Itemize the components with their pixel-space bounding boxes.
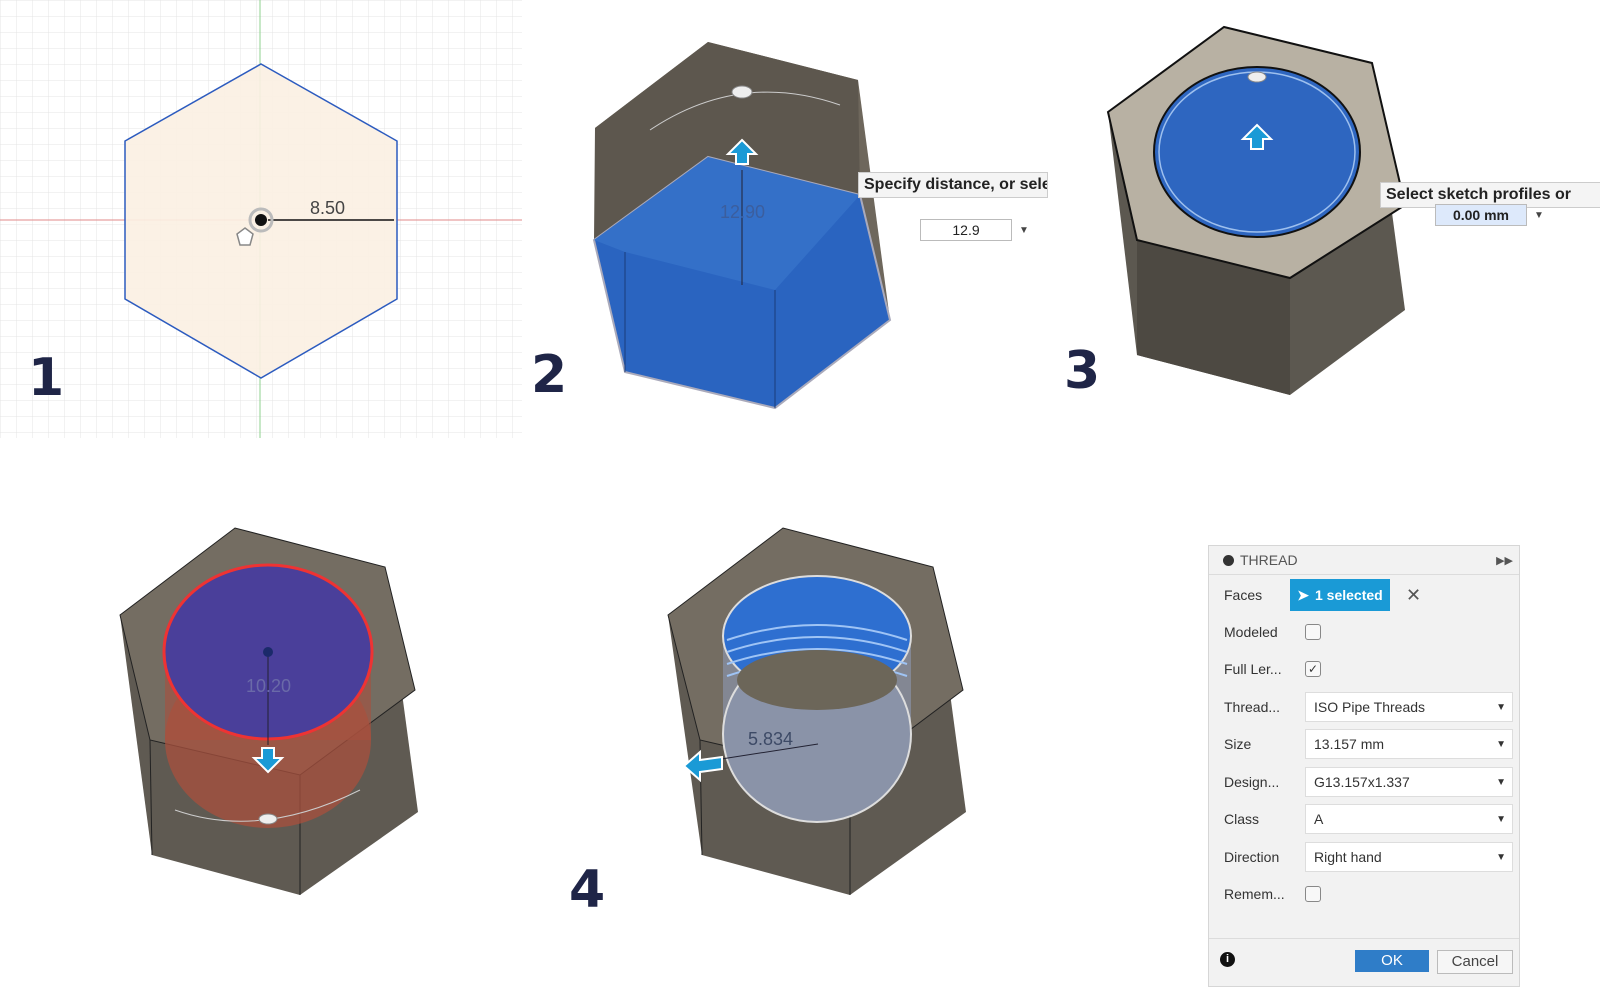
faces-label: Faces xyxy=(1224,587,1263,603)
class-value: A xyxy=(1314,811,1324,827)
ok-button[interactable]: OK xyxy=(1355,950,1429,972)
faces-selection-button[interactable]: ➤ 1 selected xyxy=(1290,579,1390,611)
thread-dimension[interactable]: 5.834 xyxy=(748,729,793,749)
sketch-dimension[interactable]: 8.50 xyxy=(310,198,345,218)
step-4-label: 4 xyxy=(569,860,605,920)
extrude-tooltip: Specify distance, or sele xyxy=(858,172,1048,198)
designation-label: Design... xyxy=(1224,774,1280,790)
polygon-constraint-icon xyxy=(236,227,254,246)
size-value: 13.157 mm xyxy=(1314,736,1385,752)
chevron-down-icon: ▼ xyxy=(1496,813,1506,825)
designation-select[interactable]: G13.157x1.337 ▼ xyxy=(1305,767,1513,797)
info-icon[interactable]: i xyxy=(1220,952,1235,967)
chevron-down-icon: ▼ xyxy=(1496,701,1506,713)
direction-value: Right hand xyxy=(1314,849,1382,865)
sketch-view: 8.50 1 xyxy=(0,0,522,438)
extrude-view: 12.90 2 xyxy=(531,42,892,410)
thread-type-select[interactable]: ISO Pipe Threads ▼ xyxy=(1305,692,1513,722)
down-arrow-icon[interactable] xyxy=(251,747,285,774)
dialog-header: THREAD ▶▶ xyxy=(1209,546,1519,575)
profile-tooltip: Select sketch profiles or xyxy=(1380,182,1600,208)
center-point[interactable] xyxy=(255,214,267,226)
remember-label: Remem... xyxy=(1224,886,1285,902)
remember-checkbox[interactable] xyxy=(1305,886,1321,902)
thread-view: 5.834 4 xyxy=(569,527,966,920)
expand-icon[interactable]: ▶▶ xyxy=(1496,554,1513,567)
class-select[interactable]: A▼ xyxy=(1305,804,1513,834)
modeled-label: Modeled xyxy=(1224,624,1278,640)
cursor-icon: ➤ xyxy=(1297,586,1309,603)
thread-type-label: Thread... xyxy=(1224,699,1281,715)
offset-dropdown-icon[interactable]: ▼ xyxy=(1534,210,1544,221)
offset-input[interactable]: 0.00 mm xyxy=(1435,204,1527,226)
step-2-label: 2 xyxy=(531,345,567,405)
profile-view: 3 xyxy=(1064,25,1407,401)
extrude-arrow-icon[interactable] xyxy=(725,138,759,165)
left-arrow-icon[interactable] xyxy=(682,749,723,783)
class-label: Class xyxy=(1224,811,1260,827)
chevron-down-icon: ▼ xyxy=(1496,738,1506,750)
full-length-label: Full Ler... xyxy=(1224,661,1282,677)
chevron-down-icon: ▼ xyxy=(1496,776,1506,788)
direction-select[interactable]: Right hand ▼ xyxy=(1305,842,1513,872)
size-label: Size xyxy=(1224,736,1252,752)
extrude-distance-input[interactable]: 12.9 xyxy=(920,219,1012,241)
extrude-arrow-icon[interactable] xyxy=(1240,123,1274,150)
designation-value: G13.157x1.337 xyxy=(1314,774,1410,790)
hole-view: 10.20 xyxy=(119,527,418,895)
dialog-title: THREAD xyxy=(1240,552,1298,568)
collapse-icon[interactable] xyxy=(1223,554,1234,566)
hole-dimension[interactable]: 10.20 xyxy=(246,676,291,696)
full-length-checkbox[interactable]: ✓ xyxy=(1305,661,1321,677)
step-1-label: 1 xyxy=(28,348,64,408)
thread-dialog: THREAD ▶▶ Faces ➤ 1 selected ✕ Modeled Fu… xyxy=(1208,545,1520,987)
circle-profile[interactable] xyxy=(1153,66,1361,238)
extrude-dropdown-icon[interactable]: ▼ xyxy=(1019,225,1029,236)
size-select[interactable]: 13.157 mm ▼ xyxy=(1305,729,1513,759)
faces-value: 1 selected xyxy=(1315,587,1383,603)
cancel-button[interactable]: Cancel xyxy=(1437,950,1513,974)
direction-label: Direction xyxy=(1224,849,1280,865)
thread-type-value: ISO Pipe Threads xyxy=(1314,699,1426,715)
clear-selection-icon[interactable]: ✕ xyxy=(1406,584,1422,605)
chevron-down-icon: ▼ xyxy=(1496,851,1506,863)
extrude-dimension[interactable]: 12.90 xyxy=(720,202,765,222)
step-3-label: 3 xyxy=(1064,341,1100,401)
modeled-checkbox[interactable] xyxy=(1305,624,1321,640)
